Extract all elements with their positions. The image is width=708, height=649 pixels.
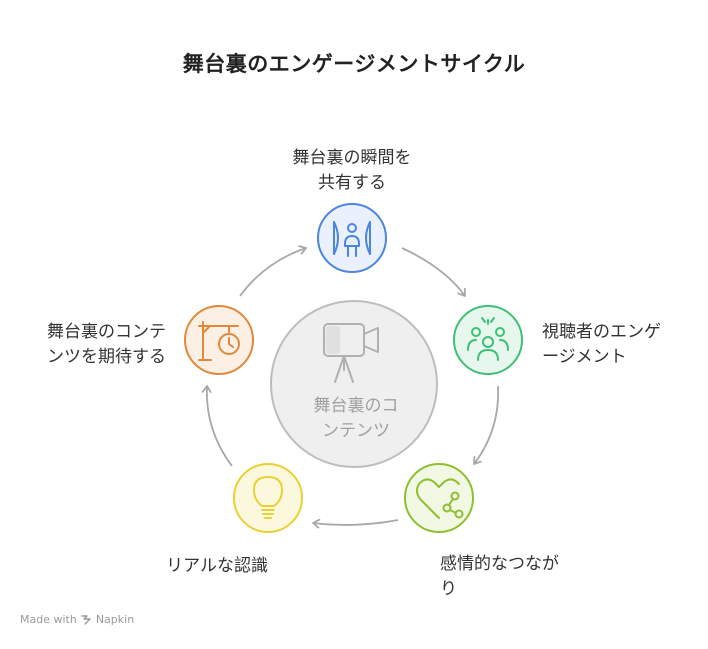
hanging-clock-icon — [198, 321, 240, 361]
heart-share-icon — [415, 478, 464, 519]
footer-branding: Made with Napkin — [20, 613, 134, 626]
arrow-engagement-to-connection — [473, 385, 500, 465]
arrow-connection-to-recognition — [312, 518, 399, 529]
node-label-real-recognition: リアルな認識 — [166, 556, 268, 576]
node-label-anticipate-content: 舞台裏のコンテ ンツを期待する — [47, 322, 166, 367]
arrow-share-to-engagement — [401, 247, 466, 297]
napkin-brand-text: Napkin — [95, 613, 135, 626]
node-label-audience-engagement: 視聴者のエンゲ ージメント — [542, 322, 661, 367]
node-emotional-connection — [404, 463, 474, 533]
page-title: 舞台裏のエンゲージメントサイクル — [182, 52, 526, 76]
node-share-moments — [317, 203, 387, 273]
presenter-stage-icon — [333, 221, 371, 257]
node-anticipate-content — [184, 305, 254, 375]
napkin-logo-icon — [81, 615, 91, 625]
center-label: 舞台裏のコ ンテンツ — [313, 396, 399, 441]
made-with-text: Made with — [20, 613, 77, 626]
arrow-anticipation-to-share — [239, 245, 307, 297]
arrow-recognition-to-anticipation — [201, 385, 233, 467]
node-real-recognition — [233, 463, 303, 533]
node-label-emotional-connection: 感情的なつなが り — [440, 554, 559, 599]
lightbulb-icon — [253, 476, 283, 519]
audience-group-icon — [467, 317, 509, 361]
node-label-share-moments: 舞台裏の瞬間を 共有する — [292, 148, 412, 193]
film-camera-icon — [323, 323, 379, 383]
center-circle — [270, 300, 438, 468]
node-audience-engagement — [453, 305, 523, 375]
